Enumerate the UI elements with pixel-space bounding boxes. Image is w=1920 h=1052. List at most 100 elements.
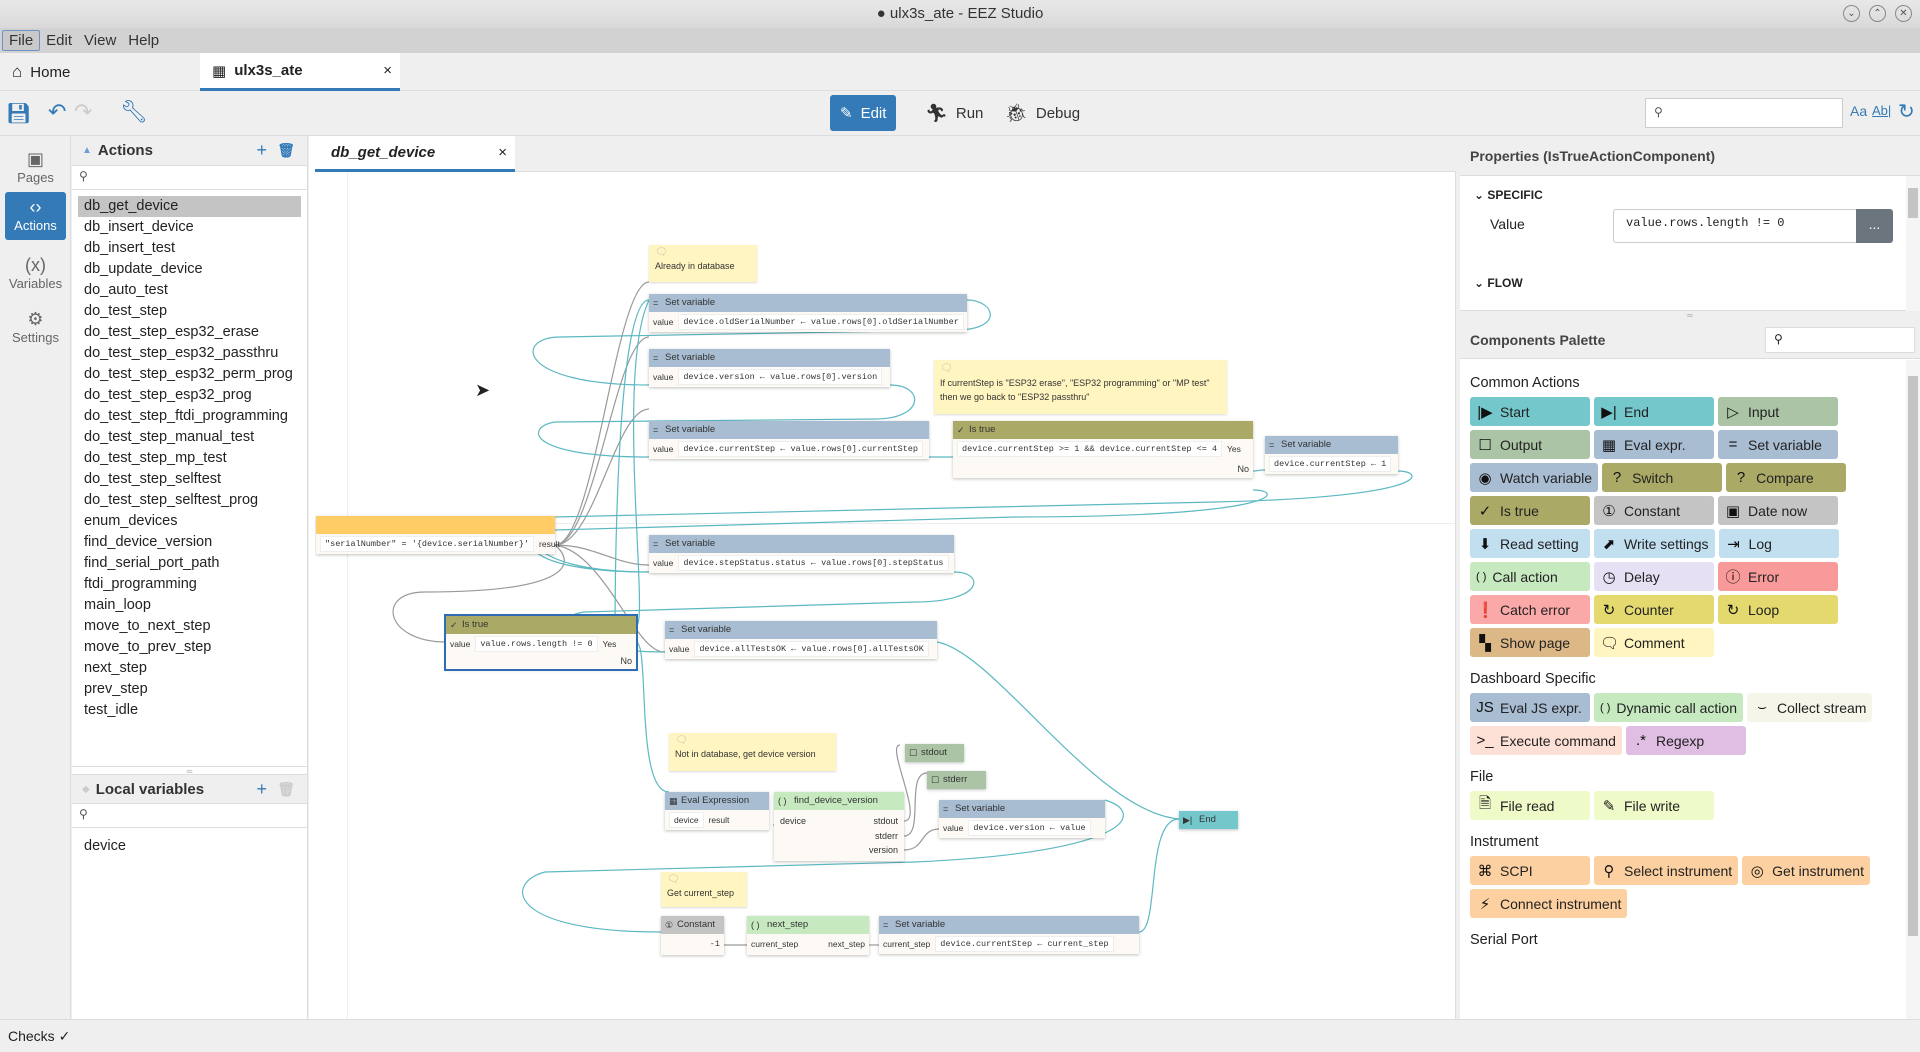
action-item[interactable]: do_test_step_esp32_prog	[84, 387, 252, 403]
variable-item[interactable]: device	[84, 838, 126, 854]
action-item[interactable]: do_test_step_esp32_perm_prog	[84, 366, 293, 382]
close-tab-icon[interactable]: ×	[383, 62, 392, 79]
redo-icon[interactable]: ↷	[74, 99, 93, 124]
comment-node[interactable]: 🗨If currentStep is "ESP32 erase", "ESP32…	[934, 360, 1227, 414]
action-item[interactable]: do_test_step	[84, 303, 168, 319]
refresh-icon[interactable]: ↻	[1898, 101, 1915, 123]
sidebar-item-variables[interactable]: (x)Variables	[5, 250, 66, 298]
palette-item-execute-command[interactable]: >_Execute command	[1470, 726, 1622, 755]
palette-item-date-now[interactable]: ▣Date now	[1718, 496, 1838, 525]
palette-item-get-instrument[interactable]: ◎Get instrument	[1742, 856, 1870, 885]
action-item[interactable]: prev_step	[84, 681, 148, 697]
action-item[interactable]: move_to_prev_step	[84, 639, 212, 655]
action-item[interactable]: do_test_step_selftest	[84, 471, 222, 487]
menu-file[interactable]: File	[2, 30, 41, 51]
whole-word-button[interactable]: Ab|	[1872, 103, 1892, 118]
action-item[interactable]: do_test_step_ftdi_programming	[84, 408, 288, 424]
menu-help[interactable]: Help	[128, 32, 160, 49]
tab-db-get-device[interactable]: db_get_device×	[315, 136, 515, 172]
call-action-node[interactable]: ( )find_device_version device stdout std…	[774, 792, 904, 861]
undo-icon[interactable]: ↶	[48, 99, 67, 124]
search-input[interactable]: ⚲	[1645, 98, 1843, 128]
menu-edit[interactable]: Edit	[46, 32, 73, 49]
tab-project[interactable]: ▦ulx3s_ate×	[200, 53, 400, 91]
close-tab-icon[interactable]: ×	[498, 144, 507, 161]
action-item[interactable]: ftdi_programming	[84, 576, 197, 592]
palette-item-select-instrument[interactable]: ⚲Select instrument	[1594, 856, 1739, 885]
end-node[interactable]: ▶|End	[1179, 811, 1238, 829]
section-specific[interactable]: ⌄ SPECIFIC	[1474, 188, 1543, 202]
palette-item-compare[interactable]: ?Compare	[1726, 463, 1847, 492]
expression-builder-button[interactable]: ...	[1856, 209, 1893, 243]
action-item[interactable]: find_device_version	[84, 534, 213, 550]
palette-item-output[interactable]: ☐Output	[1470, 430, 1590, 459]
menu-view[interactable]: View	[84, 32, 117, 49]
palette-item-switch[interactable]: ?Switch	[1602, 463, 1723, 492]
palette-item-comment[interactable]: 🗨Comment	[1594, 628, 1714, 657]
action-item[interactable]: move_to_next_step	[84, 618, 211, 634]
palette-item-read-setting[interactable]: ⬇Read setting	[1470, 529, 1590, 558]
match-case-button[interactable]: Aa	[1850, 103, 1868, 119]
wrench-icon[interactable]: 🔧︎	[120, 99, 148, 124]
palette-item-write-settings[interactable]: ⬈Write settings	[1594, 529, 1715, 558]
delete-variable-button[interactable]: 🗑︎	[277, 780, 295, 797]
action-item[interactable]: db_update_device	[84, 261, 203, 277]
action-item[interactable]: db_insert_device	[84, 219, 194, 235]
add-action-button[interactable]: +	[256, 140, 267, 160]
palette-item-eval-expr[interactable]: ▦Eval expr.	[1594, 430, 1714, 459]
action-item[interactable]: db_insert_test	[84, 240, 176, 256]
palette-item-log[interactable]: ⇥Log	[1718, 529, 1839, 558]
tab-home[interactable]: ⌂Home	[0, 53, 186, 91]
palette-scrollbar[interactable]	[1906, 360, 1920, 1020]
palette-item-input[interactable]: ▷Input	[1718, 397, 1838, 426]
delete-action-button[interactable]: 🗑︎	[277, 142, 295, 158]
palette-item-end[interactable]: ▶|End	[1594, 397, 1714, 426]
palette-item-loop[interactable]: ↻Loop	[1718, 595, 1838, 624]
checks-label[interactable]: Checks	[8, 1028, 55, 1044]
palette-item-collect-stream[interactable]: ⌣Collect stream	[1747, 693, 1873, 722]
query-node[interactable]: "serialNumber" = '{device.serialNumber}'…	[316, 516, 560, 554]
palette-item-set-variable[interactable]: =Set variable	[1718, 430, 1838, 459]
collapse-icon[interactable]: ▲	[82, 145, 92, 156]
sidebar-item-settings[interactable]: ⚙Settings	[5, 304, 66, 352]
palette-item-watch-variable[interactable]: ◉Watch variable	[1470, 463, 1599, 492]
maximize-button[interactable]: ⌃	[1869, 5, 1886, 22]
palette-item-counter[interactable]: ↻Counter	[1594, 595, 1714, 624]
minimize-button[interactable]: ⌄	[1843, 5, 1860, 22]
debug-button[interactable]: 🐞︎Debug	[995, 95, 1090, 131]
action-item[interactable]: main_loop	[84, 597, 151, 613]
palette-item-call-action[interactable]: ( )Call action	[1470, 562, 1590, 591]
edit-button[interactable]: ✎Edit	[830, 95, 897, 131]
palette-item-file-read[interactable]: 🗎File read	[1470, 791, 1590, 820]
palette-item-regexp[interactable]: .*Regexp	[1625, 726, 1746, 755]
action-item[interactable]: find_serial_port_path	[84, 555, 220, 571]
action-item[interactable]: do_test_step_selftest_prog	[84, 492, 259, 508]
add-variable-button[interactable]: +	[256, 778, 267, 799]
properties-scrollbar[interactable]	[1906, 176, 1920, 311]
comment-node[interactable]: 🗨Already in database	[649, 245, 757, 282]
action-item[interactable]: db_get_device	[78, 196, 301, 217]
variables-search-input[interactable]: ⚲	[72, 804, 307, 828]
action-item[interactable]: do_test_step_mp_test	[84, 450, 227, 466]
palette-item-show-page[interactable]: ▚Show page	[1470, 628, 1590, 657]
action-item[interactable]: do_auto_test	[84, 282, 168, 298]
palette-item-connect-instrument[interactable]: ⚡Connect instrument	[1470, 889, 1628, 918]
run-button[interactable]: 🏃︎Run	[915, 95, 993, 131]
palette-item-start[interactable]: |▶Start	[1470, 397, 1590, 426]
value-input[interactable]: value.rows.length != 0	[1613, 209, 1858, 243]
comment-node[interactable]: 🗨Get current_step	[661, 872, 747, 907]
palette-item-delay[interactable]: ◷Delay	[1594, 562, 1714, 591]
sidebar-item-actions[interactable]: ‹›Actions	[5, 192, 66, 240]
